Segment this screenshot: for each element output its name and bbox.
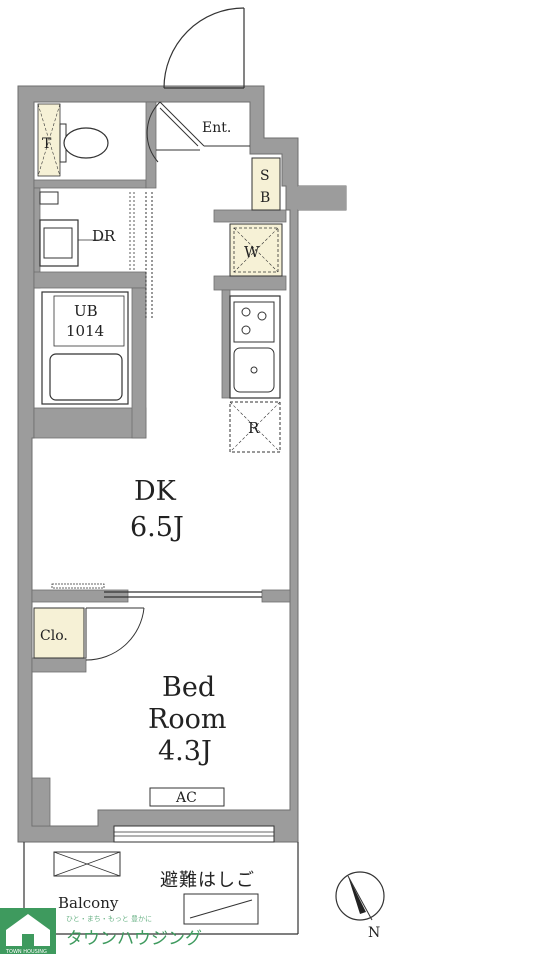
wall-step-right (298, 186, 346, 210)
burner-2 (257, 311, 267, 321)
balcony (23, 842, 299, 935)
burner-3 (241, 325, 251, 335)
wall-kitchen-left (221, 289, 231, 399)
air-conditioner-label: AC (175, 790, 197, 806)
shoe-box-label-b: B (260, 190, 270, 206)
balcony-window (113, 825, 275, 843)
balcony-label: Balcony (58, 894, 119, 912)
wall-ub-right (131, 287, 147, 439)
wall-w-bottom (213, 275, 287, 291)
wall-dk-bed-right (261, 589, 291, 603)
unit-bath: UB 1014 (41, 291, 129, 405)
entrance-door (163, 7, 245, 89)
sliding-door (51, 583, 262, 598)
logo-name: タウンハウジング (66, 929, 202, 949)
kitchen (229, 295, 281, 399)
company-logo: TOWN HOUSING ひと・まち・もっと 豊かに タウンハウジング (0, 908, 202, 955)
bathtub (49, 353, 123, 401)
wall-dk-bed (31, 589, 129, 603)
interior-walls (31, 101, 291, 827)
wall-wc-right (145, 101, 157, 189)
shoe-box-label-s: S (260, 168, 270, 184)
wall-ub-bottom (33, 407, 147, 439)
bedroom-size: 4.3J (158, 736, 212, 767)
bedroom-label-1: Bed (162, 672, 215, 703)
refrigerator-label: R (248, 419, 260, 437)
sink (233, 347, 275, 393)
wall-clo-bottom (31, 657, 87, 673)
bedroom-label-2: Room (148, 704, 226, 735)
closet-label: Clo. (40, 628, 68, 644)
refrigerator-space: R (229, 401, 281, 453)
dressing-room: DR (39, 192, 153, 318)
toilet-label: T (42, 136, 52, 152)
wall-bed-corner (31, 777, 51, 827)
north-arrow-icon (335, 871, 385, 921)
stove (233, 301, 275, 343)
logo-mark-text: TOWN HOUSING (5, 949, 47, 955)
air-conditioner (149, 787, 225, 807)
unit-bath-label: UB (74, 302, 98, 320)
north-label: N (368, 925, 380, 941)
dressing-room-label: DR (92, 227, 116, 245)
burner-1 (241, 307, 251, 317)
closet: Clo. (33, 607, 145, 661)
utility-box (39, 191, 59, 205)
dk-size: 6.5J (130, 512, 184, 543)
escape-ladder-label: 避難はしご (160, 870, 255, 891)
entrance-area (146, 101, 250, 163)
shoe-box (251, 157, 281, 211)
wall-wc-bottom (33, 179, 147, 189)
wall-dr-bottom (33, 271, 147, 289)
washer-label: W (244, 243, 260, 261)
wall-sb-top (213, 209, 287, 223)
logo-tagline: ひと・まち・もっと 豊かに (66, 914, 152, 923)
unit-bath-size: 1014 (66, 322, 104, 340)
toilet-bowl (63, 127, 109, 159)
dk-label: DK (134, 476, 177, 507)
toilet-room: T (37, 103, 109, 177)
entrance-label: Ent. (202, 120, 231, 136)
washer-space: W (229, 223, 283, 277)
